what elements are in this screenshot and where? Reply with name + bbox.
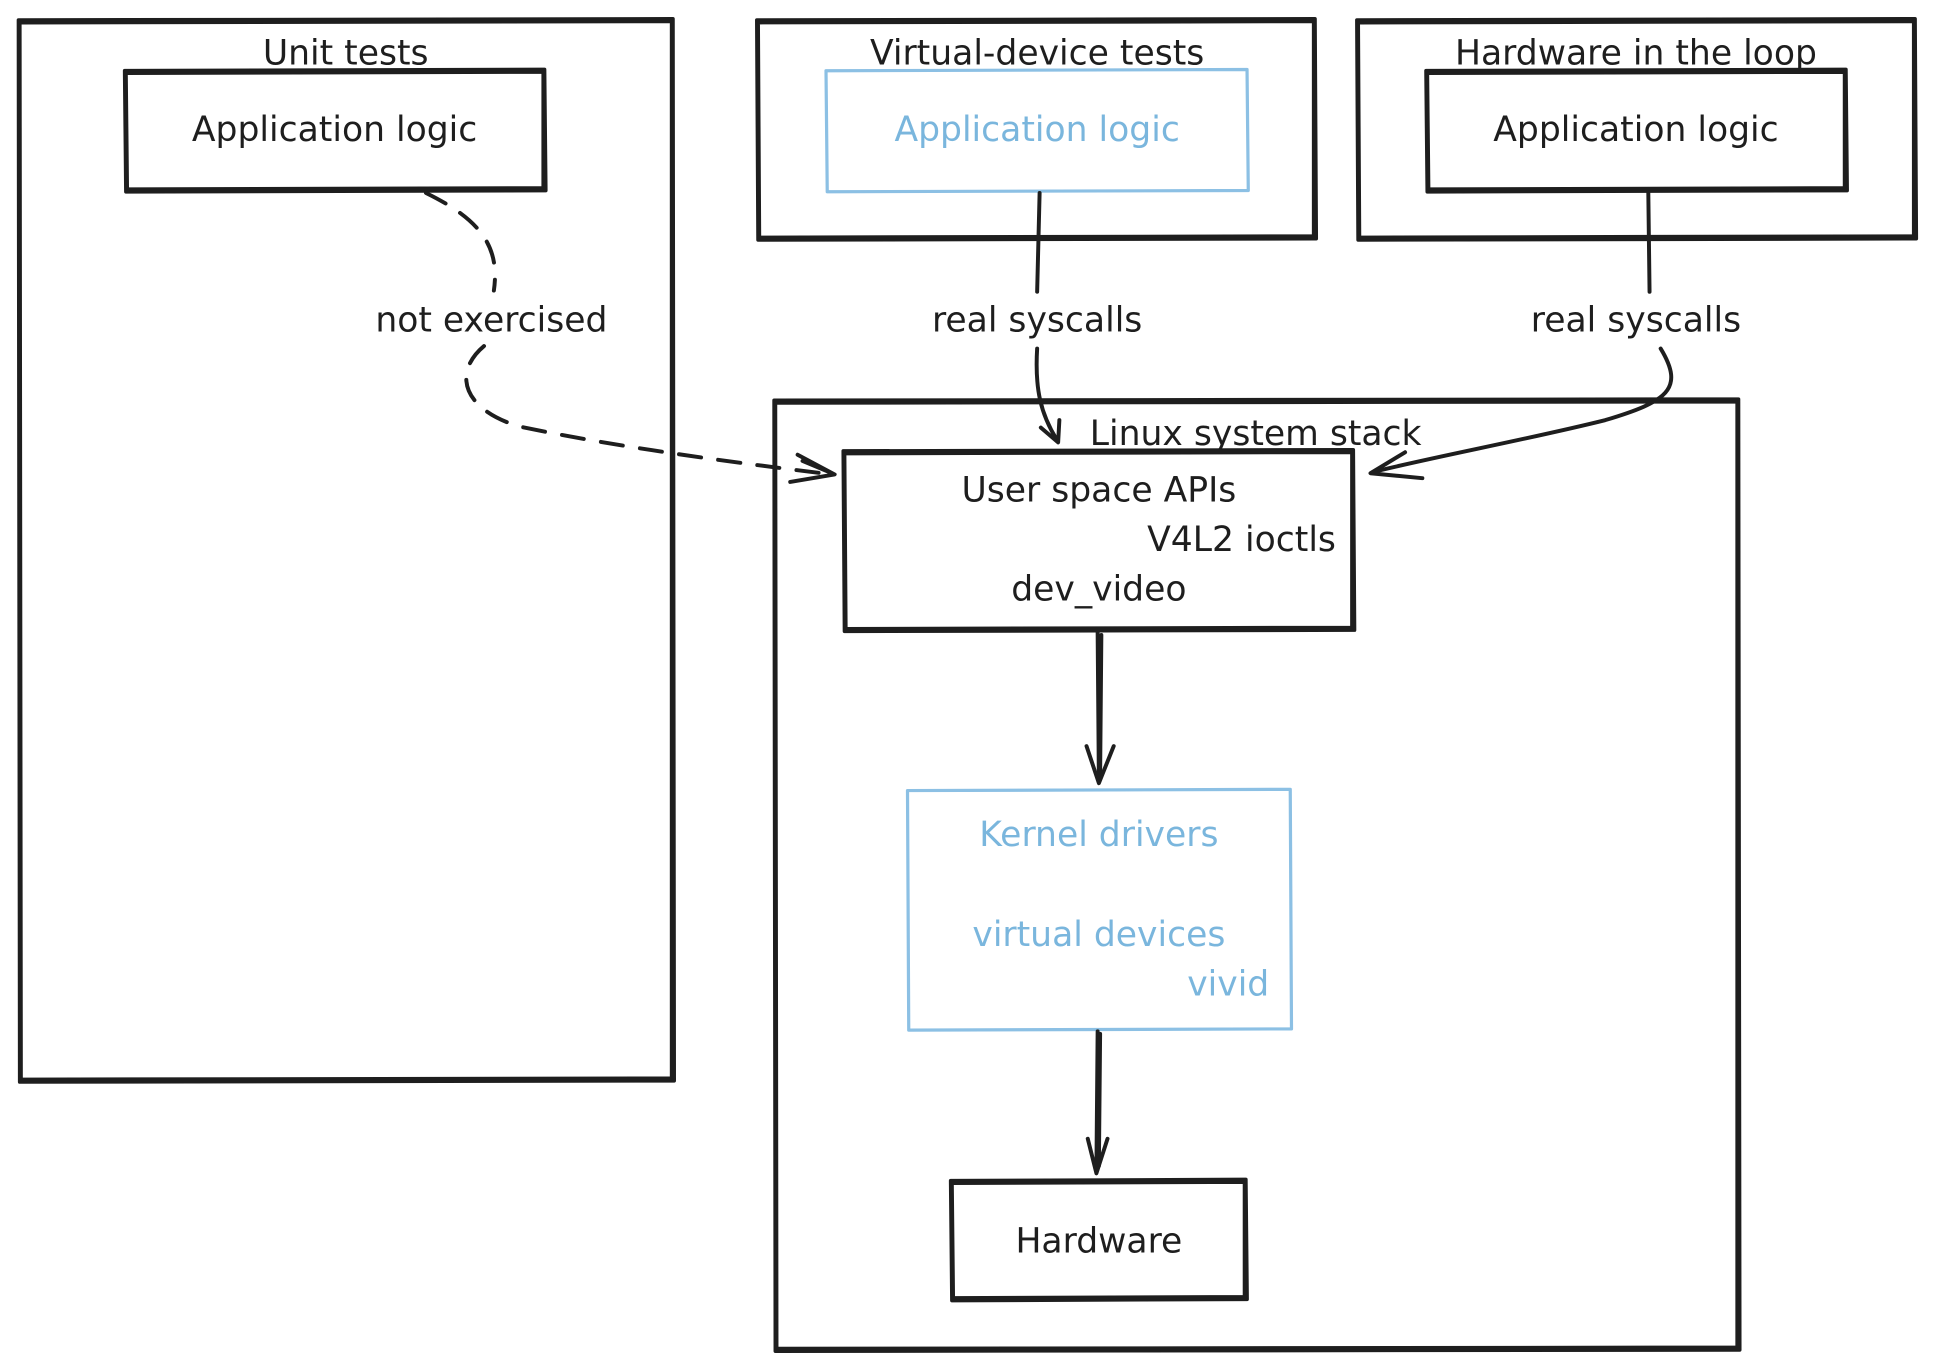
edge-hil-to-userspace: real syscalls [1368, 190, 1741, 481]
frame-unit-tests-border [16, 17, 676, 1084]
kernel-drivers-border [905, 787, 1294, 1032]
frame-virtual-device-tests-title: Virtual-device tests [870, 34, 1204, 74]
user-space-title: User space APIs [961, 471, 1236, 511]
frame-linux-system-stack: Linux system stack [772, 397, 1742, 1353]
edge-unit-to-userspace-arrowhead [788, 452, 837, 484]
kernel-drivers-box: Kernel drivers virtual devices vivid [905, 787, 1294, 1032]
edge-virtual-to-userspace-arrowhead [1038, 418, 1062, 445]
edge-unit-to-userspace-line [423, 190, 835, 477]
frame-virtual-device-tests: Virtual-device tests [755, 17, 1319, 242]
edge-hil-to-userspace-label: real syscalls [1531, 300, 1741, 340]
virtual-app-logic-label: Application logic [894, 110, 1179, 150]
kernel-drivers-title: Kernel drivers [979, 815, 1218, 855]
frame-virtual-device-tests-border [755, 17, 1319, 242]
edge-kernel-to-hardware-line [1094, 1029, 1103, 1173]
frame-hardware-in-the-loop-border [1355, 17, 1919, 242]
user-space-box: User space APIs V4L2 ioctls dev_video [841, 447, 1357, 634]
edge-virtual-to-userspace: real syscalls [932, 190, 1142, 445]
edge-virtual-to-userspace-label: real syscalls [932, 300, 1142, 340]
edge-hil-to-userspace-line [1371, 190, 1674, 474]
edge-userspace-to-kernel-arrowhead [1084, 744, 1116, 786]
hardware-border [948, 1177, 1249, 1303]
frame-linux-system-stack-border [772, 397, 1742, 1353]
frame-unit-tests: Unit tests [16, 17, 676, 1084]
edge-virtual-to-userspace-line [1034, 190, 1059, 442]
virtual-app-logic-border [824, 67, 1250, 194]
frame-hardware-in-the-loop-title: Hardware in the loop [1455, 34, 1817, 74]
edge-userspace-to-kernel-line [1095, 630, 1104, 783]
unit-app-logic-border [122, 67, 548, 194]
user-space-border [841, 447, 1357, 634]
frame-hardware-in-the-loop: Hardware in the loop [1355, 17, 1919, 242]
hardware-box: Hardware [948, 1177, 1249, 1303]
hil-app-logic-label: Application logic [1493, 110, 1778, 150]
hardware-label: Hardware [1015, 1221, 1182, 1261]
frame-linux-system-stack-title: Linux system stack [1090, 414, 1422, 454]
user-space-dev-video: dev_video [1011, 569, 1186, 609]
kernel-vivid: vivid [1187, 965, 1269, 1005]
hil-app-logic-border [1424, 67, 1849, 194]
edge-hil-to-userspace-arrowhead [1368, 450, 1425, 481]
edge-kernel-to-hardware [1085, 1029, 1110, 1176]
kernel-virtual-devices: virtual devices [972, 915, 1225, 955]
edge-kernel-to-hardware-arrowhead [1085, 1136, 1110, 1176]
unit-app-logic-box: Application logic [122, 67, 548, 194]
user-space-v4l2: V4L2 ioctls [1147, 520, 1336, 560]
frame-unit-tests-title: Unit tests [263, 34, 429, 74]
unit-app-logic-label: Application logic [192, 110, 477, 150]
edge-unit-to-userspace-label: not exercised [375, 300, 607, 340]
edge-unit-to-userspace: not exercised [375, 190, 837, 484]
hil-app-logic-box: Application logic [1424, 67, 1849, 194]
edge-userspace-to-kernel [1084, 630, 1116, 786]
virtual-app-logic-box: Application logic [824, 67, 1250, 194]
